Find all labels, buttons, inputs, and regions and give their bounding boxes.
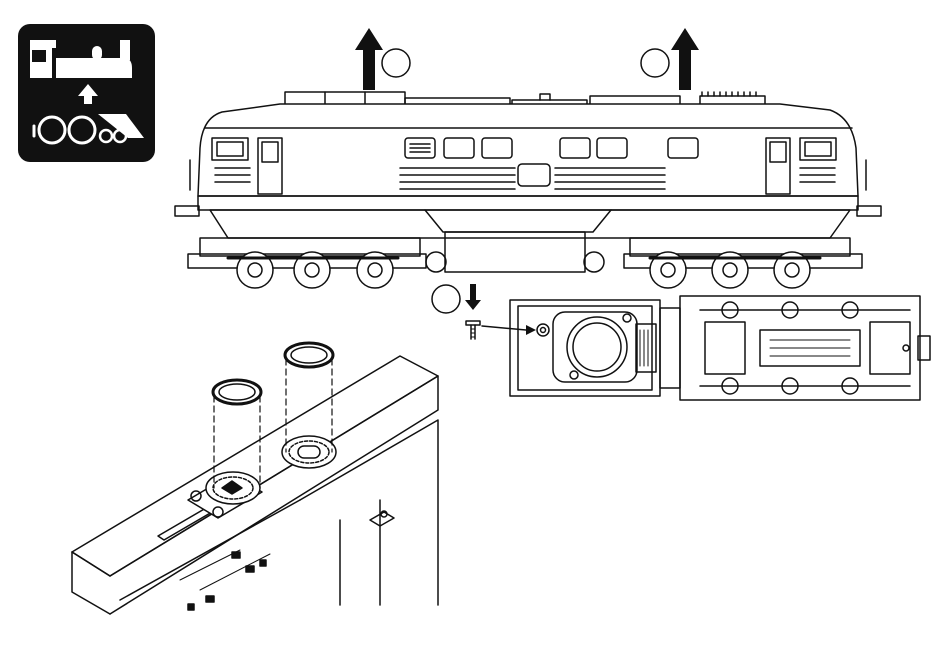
locomotive-side-view <box>175 92 881 288</box>
pointer-arrow <box>482 325 536 335</box>
lift-arrow-left <box>355 28 383 90</box>
down-arrow <box>465 284 481 310</box>
lift-arrow-right <box>671 28 699 90</box>
steam-locomotive-icon <box>18 24 155 162</box>
frame-isometric-detail <box>72 356 438 614</box>
step-marker-2 <box>641 49 669 77</box>
step-marker-1 <box>382 49 410 77</box>
chassis-top-view <box>510 296 930 400</box>
screw-icon <box>466 321 480 339</box>
step-marker-3 <box>432 285 460 313</box>
